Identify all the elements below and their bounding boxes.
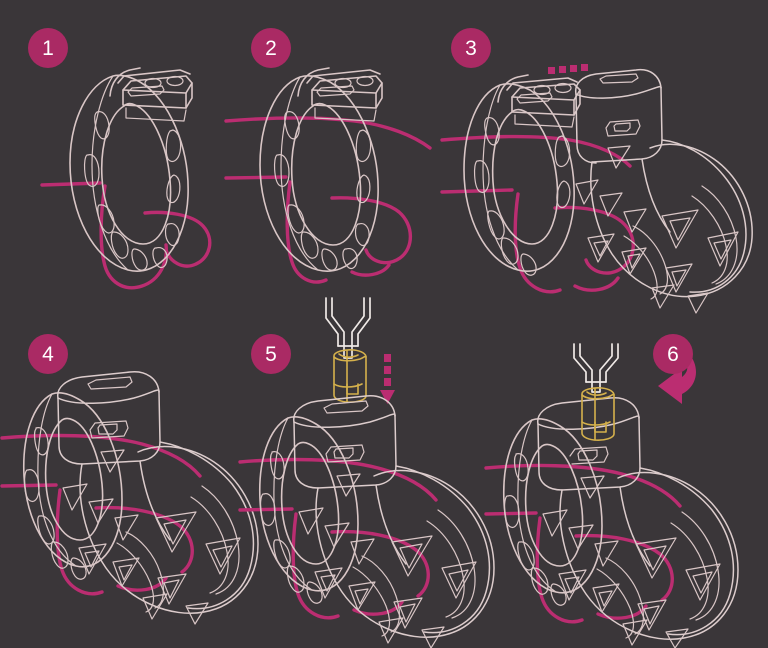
step-badge-2: 2 [251, 28, 291, 68]
step-number-6: 6 [667, 342, 679, 366]
step-illustration-3 [440, 0, 768, 324]
step-panel-4: 4 [0, 324, 270, 648]
cage-lock-drawing-5 [238, 297, 495, 648]
step-panel-6: 6 [484, 324, 768, 648]
ring-drawing-2 [224, 67, 432, 284]
step-number-5: 5 [265, 342, 277, 366]
step-number-4: 4 [42, 342, 54, 366]
cage-locked-drawing-6 [484, 343, 739, 648]
key-icon-5 [325, 297, 371, 359]
step-illustration-1 [0, 0, 256, 324]
cage-drawing-4 [0, 371, 259, 625]
cage-drawing-3 [440, 64, 753, 314]
step-illustration-6 [484, 324, 768, 648]
step-illustration-4 [0, 324, 270, 648]
step-panel-1: 1 [0, 0, 256, 324]
motion-dashes-5 [380, 354, 395, 404]
step-panel-5: 5 [238, 297, 516, 648]
key-icon-6 [573, 343, 619, 393]
step-badge-4: 4 [28, 334, 68, 374]
step-number-3: 3 [465, 36, 477, 60]
step-number-2: 2 [265, 36, 277, 60]
lock-cylinder-5 [333, 349, 367, 403]
step-illustration-5 [238, 297, 516, 648]
step-number-1: 1 [42, 36, 54, 60]
step-panel-2: 2 [224, 0, 480, 324]
step-panel-3: 3 [440, 0, 768, 324]
lock-cylinder-6 [581, 387, 615, 441]
step-badge-3: 3 [451, 28, 491, 68]
step-badge-5: 5 [251, 334, 291, 374]
step-badge-1: 1 [28, 28, 68, 68]
motion-dashes-3 [548, 64, 588, 74]
ring-drawing-1 [40, 67, 212, 290]
step-badge-6: 6 [653, 334, 693, 374]
step-illustration-2 [224, 0, 480, 324]
